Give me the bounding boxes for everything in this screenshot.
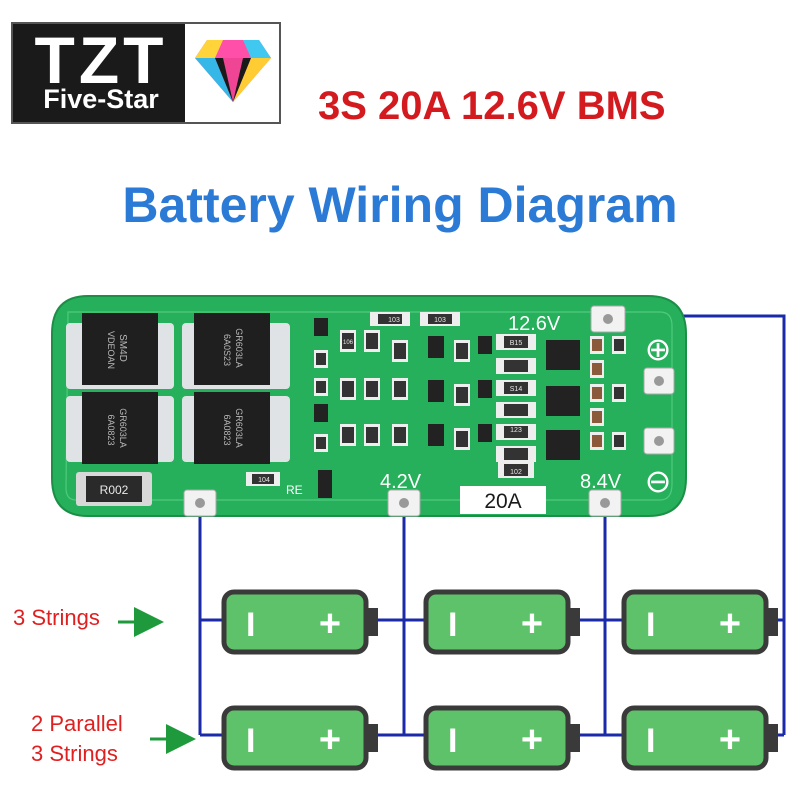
battery-minus-icon: I <box>646 722 655 760</box>
parallel-label: 2 Parallel 3 Strings <box>31 709 123 769</box>
shunt-resistor: R002 <box>76 472 152 506</box>
label-12v6: 12.6V <box>508 313 561 335</box>
minus-symbol-icon: ⊖ <box>645 463 672 499</box>
smd-components: 104 103 106 103 123 102 B15 S14 <box>246 312 626 498</box>
battery-parallel-3: I + <box>621 705 778 771</box>
battery-minus-icon: I <box>246 606 255 644</box>
battery-minus-icon: I <box>246 722 255 760</box>
battery-plus-icon: + <box>319 719 341 761</box>
svg-text:VDEOAN: VDEOAN <box>106 331 116 369</box>
battery-plus-icon: + <box>719 603 741 645</box>
mosfet-4: GR603LA 6A0823 <box>182 392 290 464</box>
svg-text:S14: S14 <box>510 386 523 393</box>
mosfet-3: GR603LA 6A0823 <box>66 392 174 464</box>
logo-tagline: Five-Star <box>43 84 159 114</box>
svg-text:SM4D: SM4D <box>117 334 128 362</box>
battery-plus-icon: + <box>319 603 341 645</box>
svg-text:106: 106 <box>343 340 354 346</box>
svg-text:102: 102 <box>510 469 522 476</box>
battery-parallel-1: I + <box>221 705 378 771</box>
battery-minus-icon: I <box>646 606 655 644</box>
re-label: RE <box>286 483 303 497</box>
svg-text:GR603LA: GR603LA <box>234 408 244 448</box>
mosfet-1: SM4D VDEOAN <box>66 313 174 389</box>
svg-text:GR603LA: GR603LA <box>118 408 128 448</box>
svg-text:6A0823: 6A0823 <box>222 414 232 445</box>
logo-brand-text: TZT <box>34 23 168 97</box>
logo-dark-panel: TZT Five-Star <box>13 23 185 122</box>
bms-board: SM4D VDEOAN GR603LA 6A0S23 GR603LA 6A082… <box>51 295 687 517</box>
diamond-icon <box>195 40 271 102</box>
series-label: 3 Strings <box>13 605 100 630</box>
battery-series-1: I + <box>221 589 378 655</box>
battery-series-3: I + <box>621 589 778 655</box>
diagram-title: Battery Wiring Diagram <box>122 177 678 233</box>
battery-plus-icon: + <box>521 603 543 645</box>
mosfet-2: GR603LA 6A0S23 <box>182 313 290 389</box>
svg-text:GR603LA: GR603LA <box>234 328 244 368</box>
model-title: 3S 20A 12.6V BMS <box>318 84 666 128</box>
svg-text:104: 104 <box>258 477 270 484</box>
battery-plus-icon: + <box>719 719 741 761</box>
current-label: 20A <box>484 490 521 513</box>
battery-minus-icon: I <box>448 722 457 760</box>
svg-text:B15: B15 <box>510 340 523 347</box>
plus-symbol-icon: ⊕ <box>645 331 672 367</box>
svg-text:6A0S23: 6A0S23 <box>222 334 232 366</box>
label-4v2: 4.2V <box>380 471 422 493</box>
brand-logo: TZT Five-Star <box>11 22 281 124</box>
battery-parallel-2: I + <box>423 705 580 771</box>
parallel-label-line1: 2 Parallel <box>31 711 123 736</box>
battery-plus-icon: + <box>521 719 543 761</box>
svg-text:103: 103 <box>434 317 446 324</box>
parallel-label-line2: 3 Strings <box>31 741 118 766</box>
label-8v4: 8.4V <box>580 471 622 493</box>
terminal-pads <box>183 305 675 517</box>
current-label-box <box>460 486 546 514</box>
svg-text:103: 103 <box>388 317 400 324</box>
battery-minus-icon: I <box>448 606 457 644</box>
svg-text:123: 123 <box>510 427 522 434</box>
svg-text:6A0823: 6A0823 <box>106 414 116 445</box>
battery-series-2: I + <box>423 589 580 655</box>
svg-text:R002: R002 <box>100 483 129 497</box>
